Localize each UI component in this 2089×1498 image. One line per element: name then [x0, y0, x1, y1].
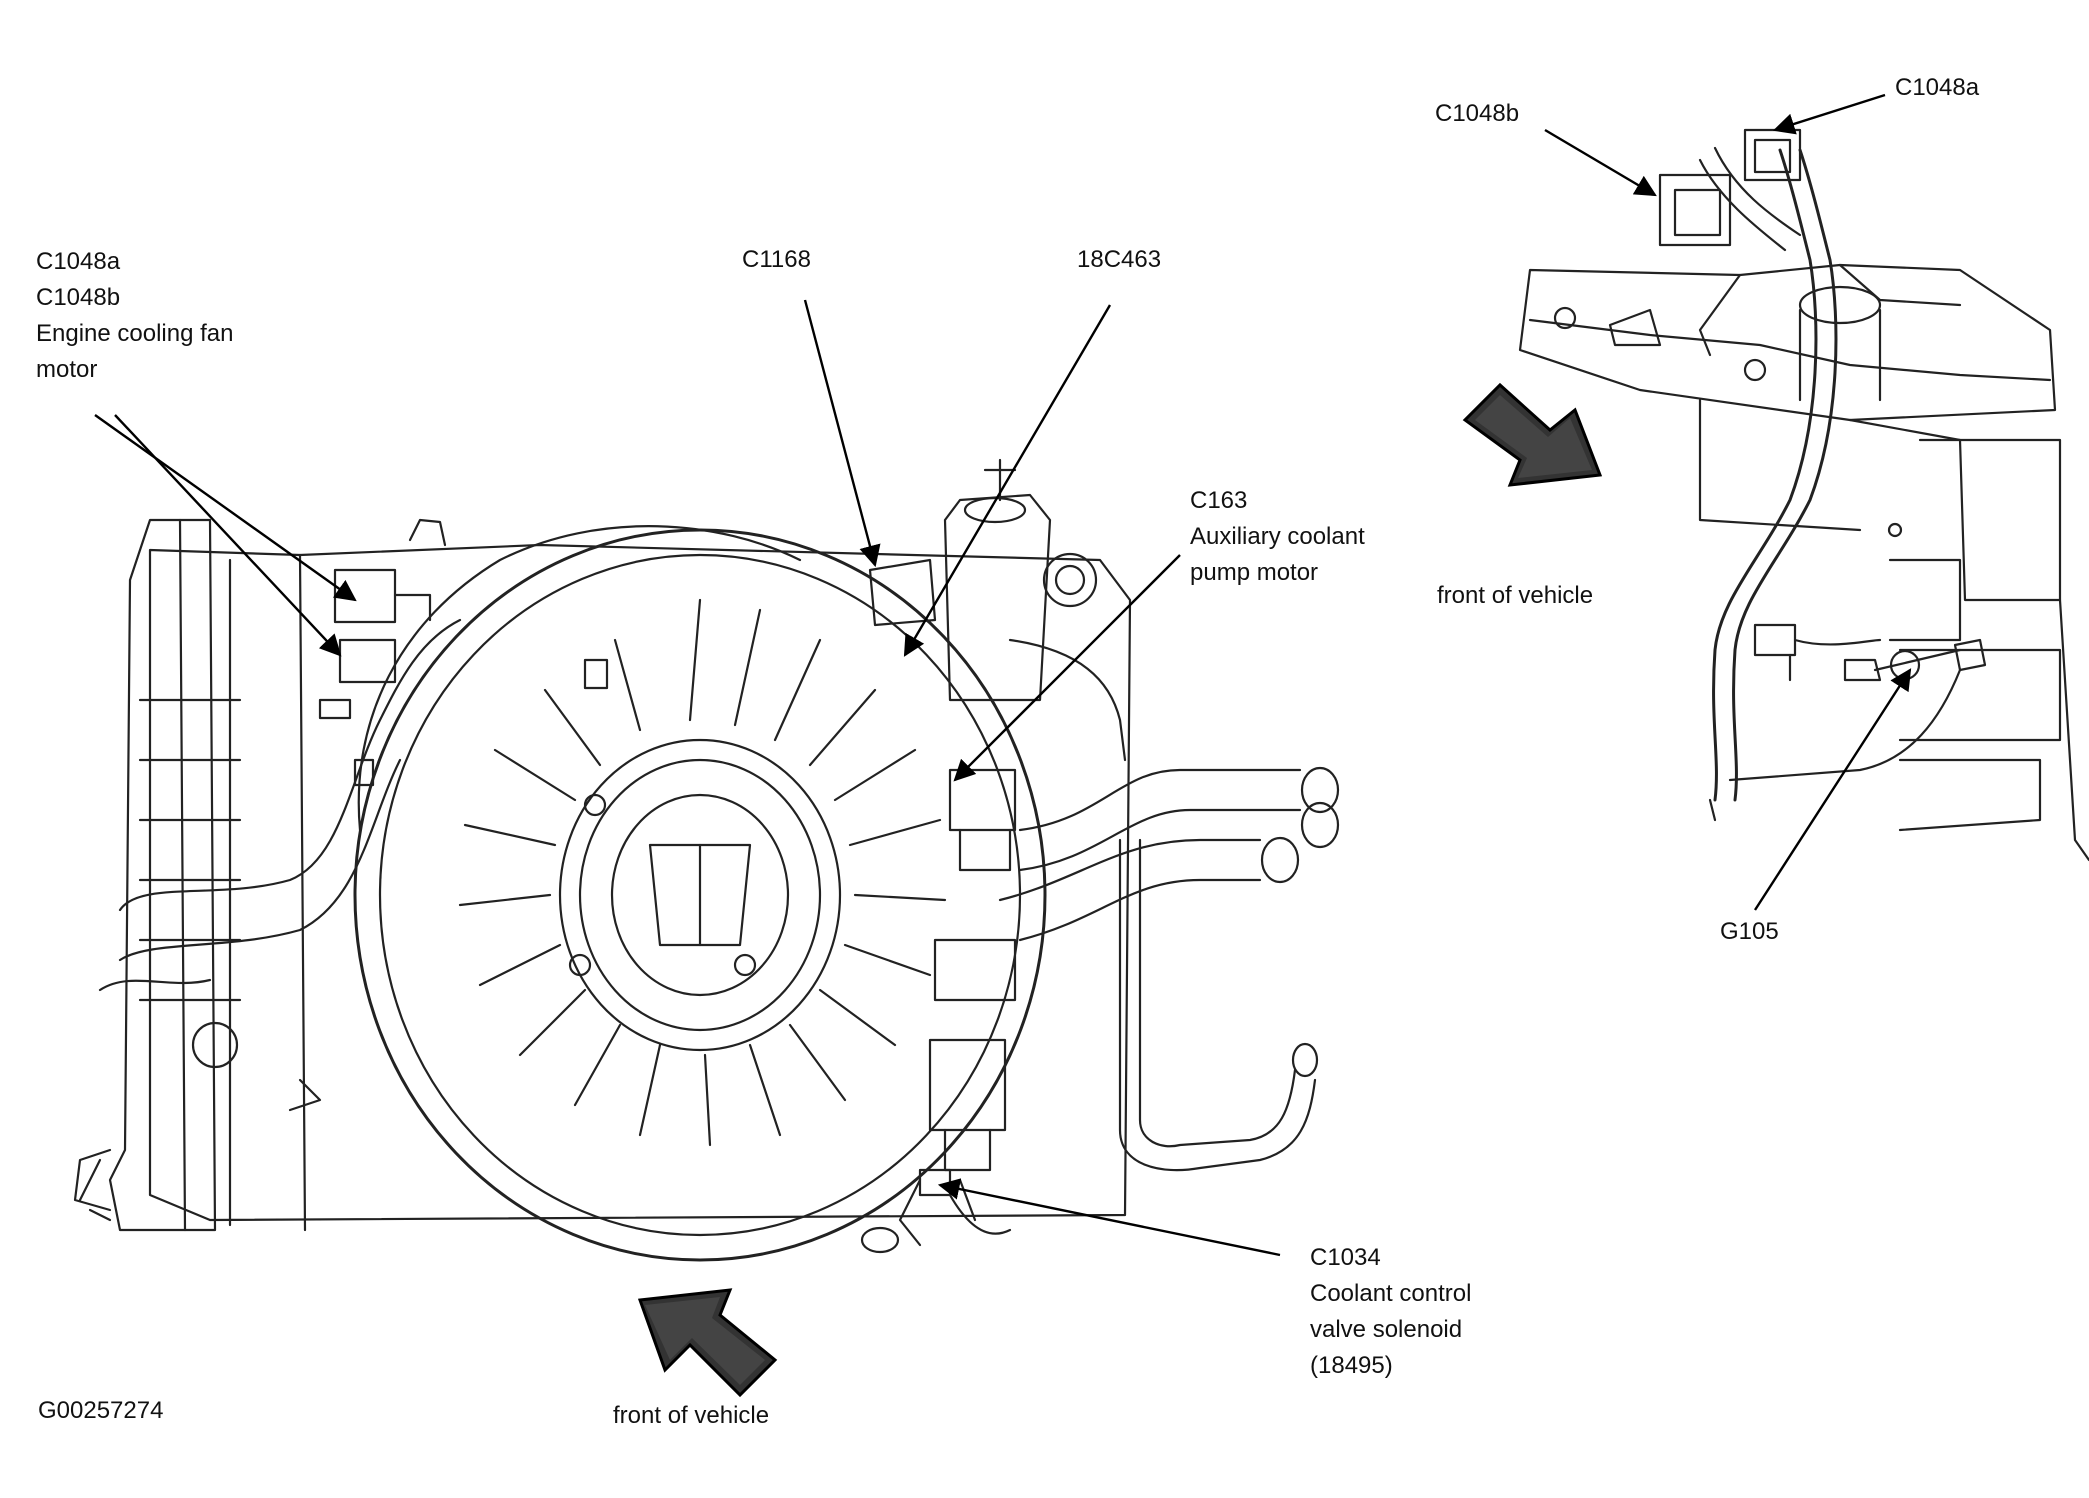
label-fan-motor-c1048a: C1048a	[36, 248, 121, 275]
label-18c463: 18C463	[1077, 246, 1162, 273]
front-direction-arrow-icon-inset	[1462, 382, 1603, 487]
label-c1168: C1168	[742, 246, 811, 273]
label-g105: G105	[1720, 918, 1779, 945]
label-c1034: C1034 Coolant control valve solenoid (18…	[1310, 1240, 1471, 1384]
label-c163-id: C163	[1190, 487, 1248, 514]
label-fan-motor-desc-2: motor	[36, 356, 98, 383]
fan-blades	[458, 598, 947, 1147]
leader-fan-motor-b	[114, 414, 342, 657]
figure-id: G00257274	[38, 1397, 164, 1424]
leader-c1168	[803, 299, 881, 568]
label-fan-motor-c1048b: C1048b	[36, 284, 121, 311]
inset-ground-location	[1518, 128, 2089, 862]
label-c163: C163 Auxiliary coolant pump motor	[1190, 483, 1365, 591]
leader-c163	[953, 554, 1181, 782]
label-front-main: front of vehicle	[613, 1402, 770, 1429]
leader-18c463	[903, 304, 1112, 657]
leader-lines	[94, 93, 1912, 1257]
label-inset-c1048b: C1048b	[1435, 100, 1520, 127]
leader-g105	[1753, 668, 1912, 911]
leader-fan-motor-a	[94, 414, 357, 602]
label-c1034-part: (18495)	[1310, 1352, 1393, 1379]
leader-inset-c1048a	[1772, 93, 1886, 135]
label-front-inset: front of vehicle	[1437, 582, 1594, 609]
label-c1034-desc-2: valve solenoid	[1310, 1316, 1463, 1343]
label-inset-c1048a: C1048a	[1895, 74, 1980, 101]
leader-c1034	[937, 1178, 1281, 1257]
leader-inset-c1048b	[1544, 128, 1657, 197]
label-fan-motor-desc-1: Engine cooling fan	[36, 320, 234, 347]
label-c1034-id: C1034	[1310, 1244, 1381, 1271]
label-fan-motor: C1048a C1048b Engine cooling fan motor	[36, 244, 233, 388]
radiator-fan-assembly	[73, 458, 1340, 1262]
front-direction-arrow-icon	[637, 1288, 778, 1398]
label-c163-desc-1: Auxiliary coolant	[1190, 523, 1365, 550]
label-c1034-desc-1: Coolant control	[1310, 1280, 1472, 1307]
label-c163-desc-2: pump motor	[1190, 559, 1319, 586]
